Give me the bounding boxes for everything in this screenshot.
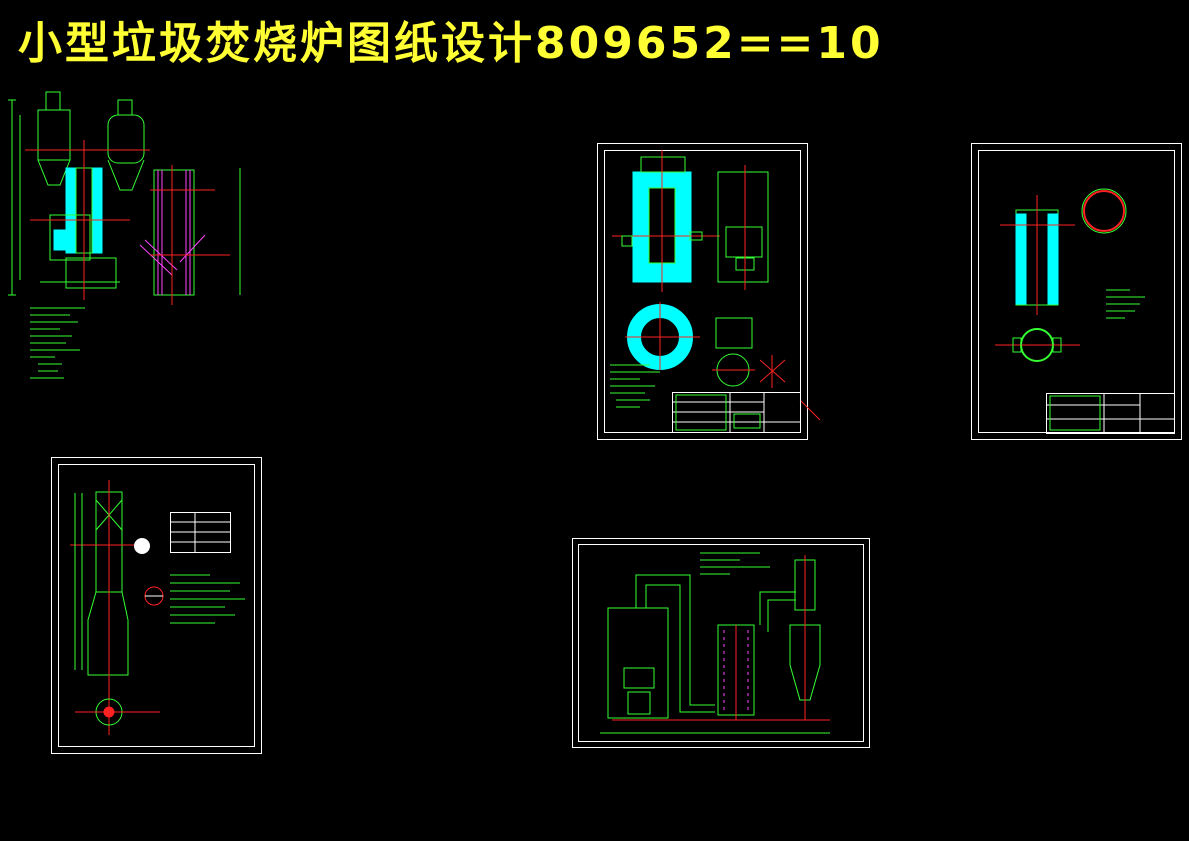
- drawing-title: 小型垃圾焚烧炉图纸设计809652==10: [18, 18, 884, 69]
- furnace-sheet-a: [597, 143, 821, 440]
- furnace-sheet-b: [971, 143, 1182, 440]
- tower-sheet: [51, 457, 262, 754]
- process-flow-sheet: [572, 538, 870, 748]
- overall-elevation-sheet: [8, 91, 241, 379]
